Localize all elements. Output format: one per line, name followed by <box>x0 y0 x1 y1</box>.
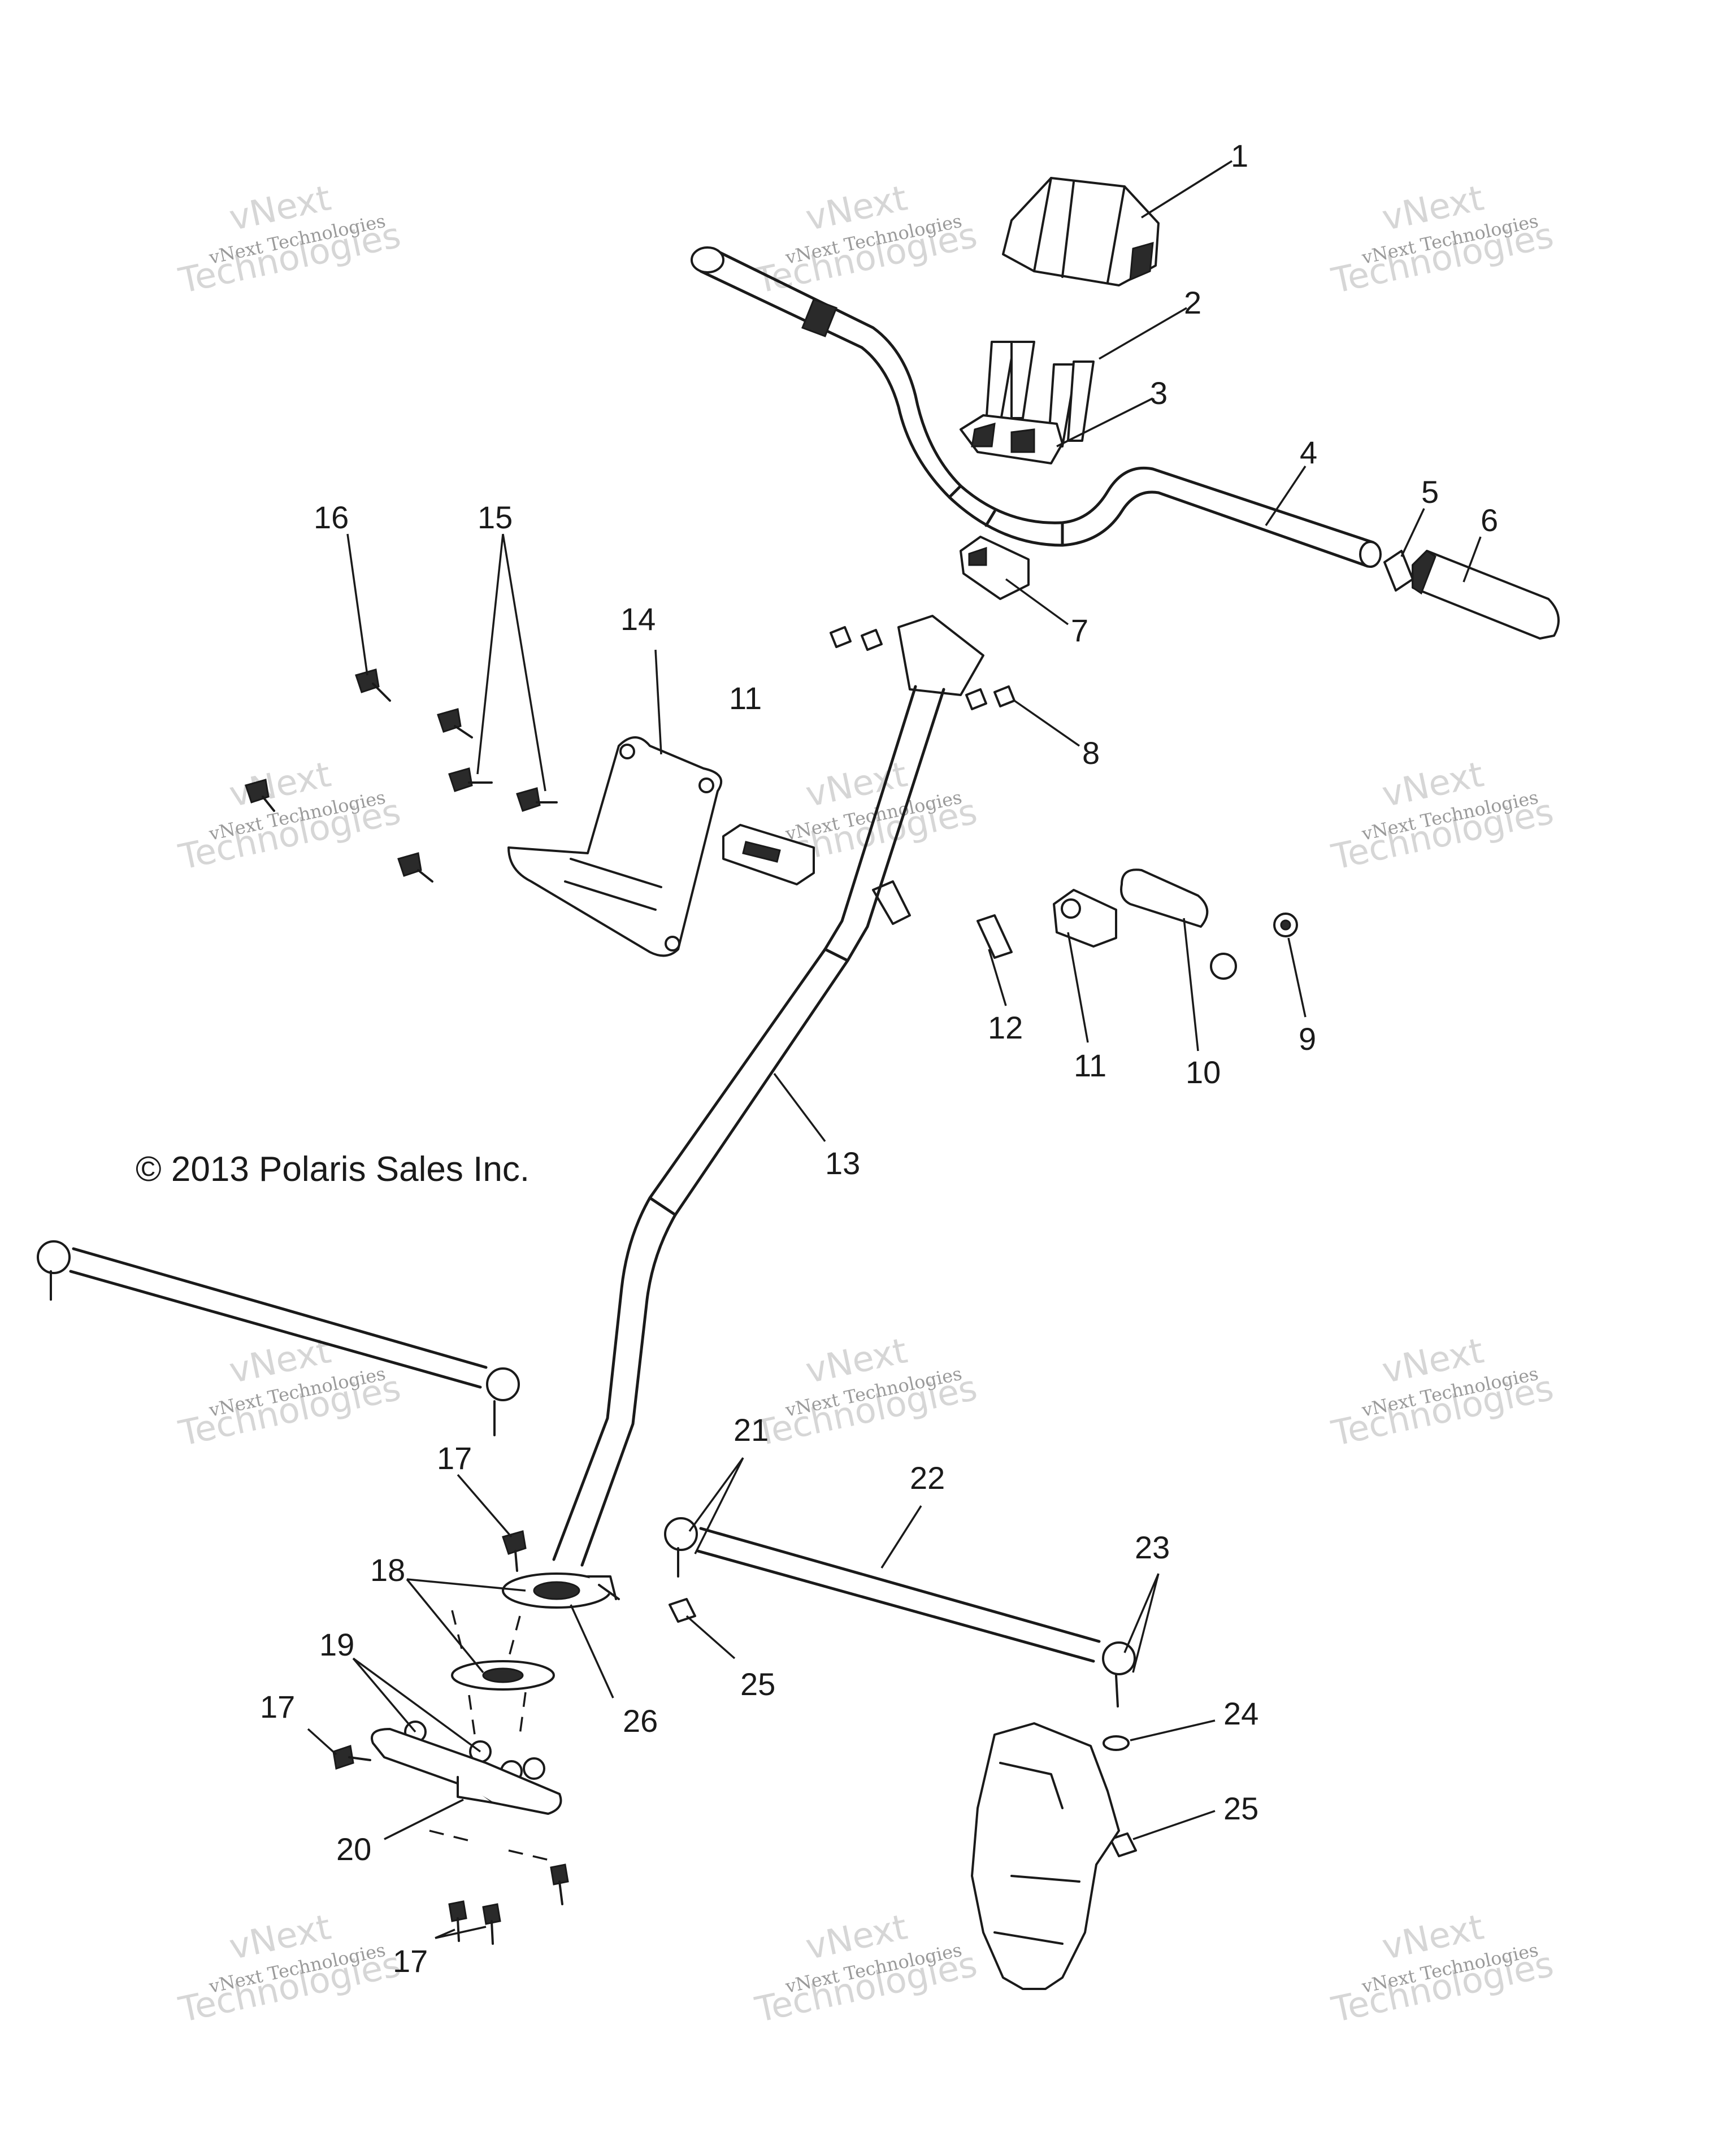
part-17-bolts <box>332 1530 569 1945</box>
part-18-26-bearing-washers <box>451 1572 620 1735</box>
part-5-sleeve <box>1383 550 1414 592</box>
callout-17b: 17 <box>260 1689 295 1724</box>
watermarks: vNext Technologies vNext Technologies vN… <box>175 177 1557 2030</box>
part-11-bushing-blocks <box>722 824 1117 948</box>
copyright-notice: © 2013 Polaris Sales Inc. <box>136 1150 530 1189</box>
callout-3: 3 <box>1150 375 1168 411</box>
callout-17a: 17 <box>437 1440 472 1476</box>
part-12-bushings <box>872 880 1013 959</box>
part-10-link-plate <box>1120 868 1237 980</box>
callout-4: 4 <box>1300 435 1317 470</box>
watermark: vNext Technologies vNext Technologies <box>1327 753 1557 877</box>
watermark: vNext Technologies vNext Technologies <box>751 1330 980 1454</box>
part-19-20-lower-plate <box>371 1721 562 1815</box>
callout-6: 6 <box>1481 502 1498 538</box>
leader-lines <box>307 160 1482 1939</box>
part-2-clamp-screws <box>985 341 1095 448</box>
callout-21: 21 <box>734 1412 769 1448</box>
watermark: vNext Technologies vNext Technologies <box>175 177 404 301</box>
callout-8: 8 <box>1082 735 1100 771</box>
part-13-steering-post <box>552 615 984 1567</box>
callout-1: 1 <box>1231 138 1248 173</box>
callout-20: 20 <box>336 1831 371 1867</box>
part-15-16-bolts <box>245 668 558 883</box>
callout-26: 26 <box>623 1703 658 1739</box>
callout-14: 14 <box>620 601 656 637</box>
left-tie-rod <box>37 1240 520 1436</box>
watermark: vNext Technologies vNext Technologies <box>1327 177 1557 301</box>
callout-25a: 25 <box>740 1666 775 1702</box>
callout-numbers: 1 2 3 4 5 6 7 8 9 10 11 12 13 11 14 15 1… <box>260 138 1498 1979</box>
callout-10: 10 <box>1186 1054 1221 1090</box>
watermark: vNext Technologies vNext Technologies <box>1327 1906 1557 2030</box>
watermark: vNext Technologies vNext Technologies <box>175 1906 404 2030</box>
part-7-lower-clamp <box>960 536 1030 600</box>
part-8-nuts <box>830 626 1015 710</box>
part-3-upper-clamp <box>960 414 1064 464</box>
callout-22: 22 <box>910 1460 945 1496</box>
watermark: vNext Technologies vNext Technologies <box>175 753 404 877</box>
part-4-handlebar <box>691 246 1382 568</box>
callout-11b: 11 <box>1074 1048 1106 1083</box>
callout-9: 9 <box>1299 1021 1316 1057</box>
callout-18: 18 <box>370 1552 405 1588</box>
callout-12: 12 <box>988 1010 1023 1045</box>
part-1-handlebar-pad <box>1002 177 1160 286</box>
callout-24: 24 <box>1223 1696 1258 1731</box>
part-6-grip <box>1412 550 1560 640</box>
part-24-25-washer-nuts <box>669 1598 1137 1857</box>
watermark: vNext Technologies vNext Technologies <box>1327 1330 1557 1454</box>
callout-13: 13 <box>825 1145 860 1181</box>
callout-11a: 11 <box>729 680 762 716</box>
callout-16: 16 <box>314 499 349 535</box>
steering-knuckle <box>971 1722 1120 1990</box>
callout-2: 2 <box>1184 285 1201 320</box>
part-9-nut <box>1273 913 1298 937</box>
callout-25b: 25 <box>1223 1791 1258 1826</box>
right-tie-rod <box>664 1517 1136 1708</box>
callout-5: 5 <box>1421 474 1439 510</box>
callout-23: 23 <box>1135 1530 1170 1565</box>
watermark: vNext Technologies vNext Technologies <box>751 1906 980 2030</box>
part-14-mount-bracket <box>507 736 723 957</box>
callout-19: 19 <box>319 1627 354 1662</box>
callout-15: 15 <box>478 499 513 535</box>
callout-17c: 17 <box>393 1943 428 1979</box>
watermark: vNext Technologies vNext Technologies <box>175 1330 404 1454</box>
callout-7: 7 <box>1071 612 1088 648</box>
